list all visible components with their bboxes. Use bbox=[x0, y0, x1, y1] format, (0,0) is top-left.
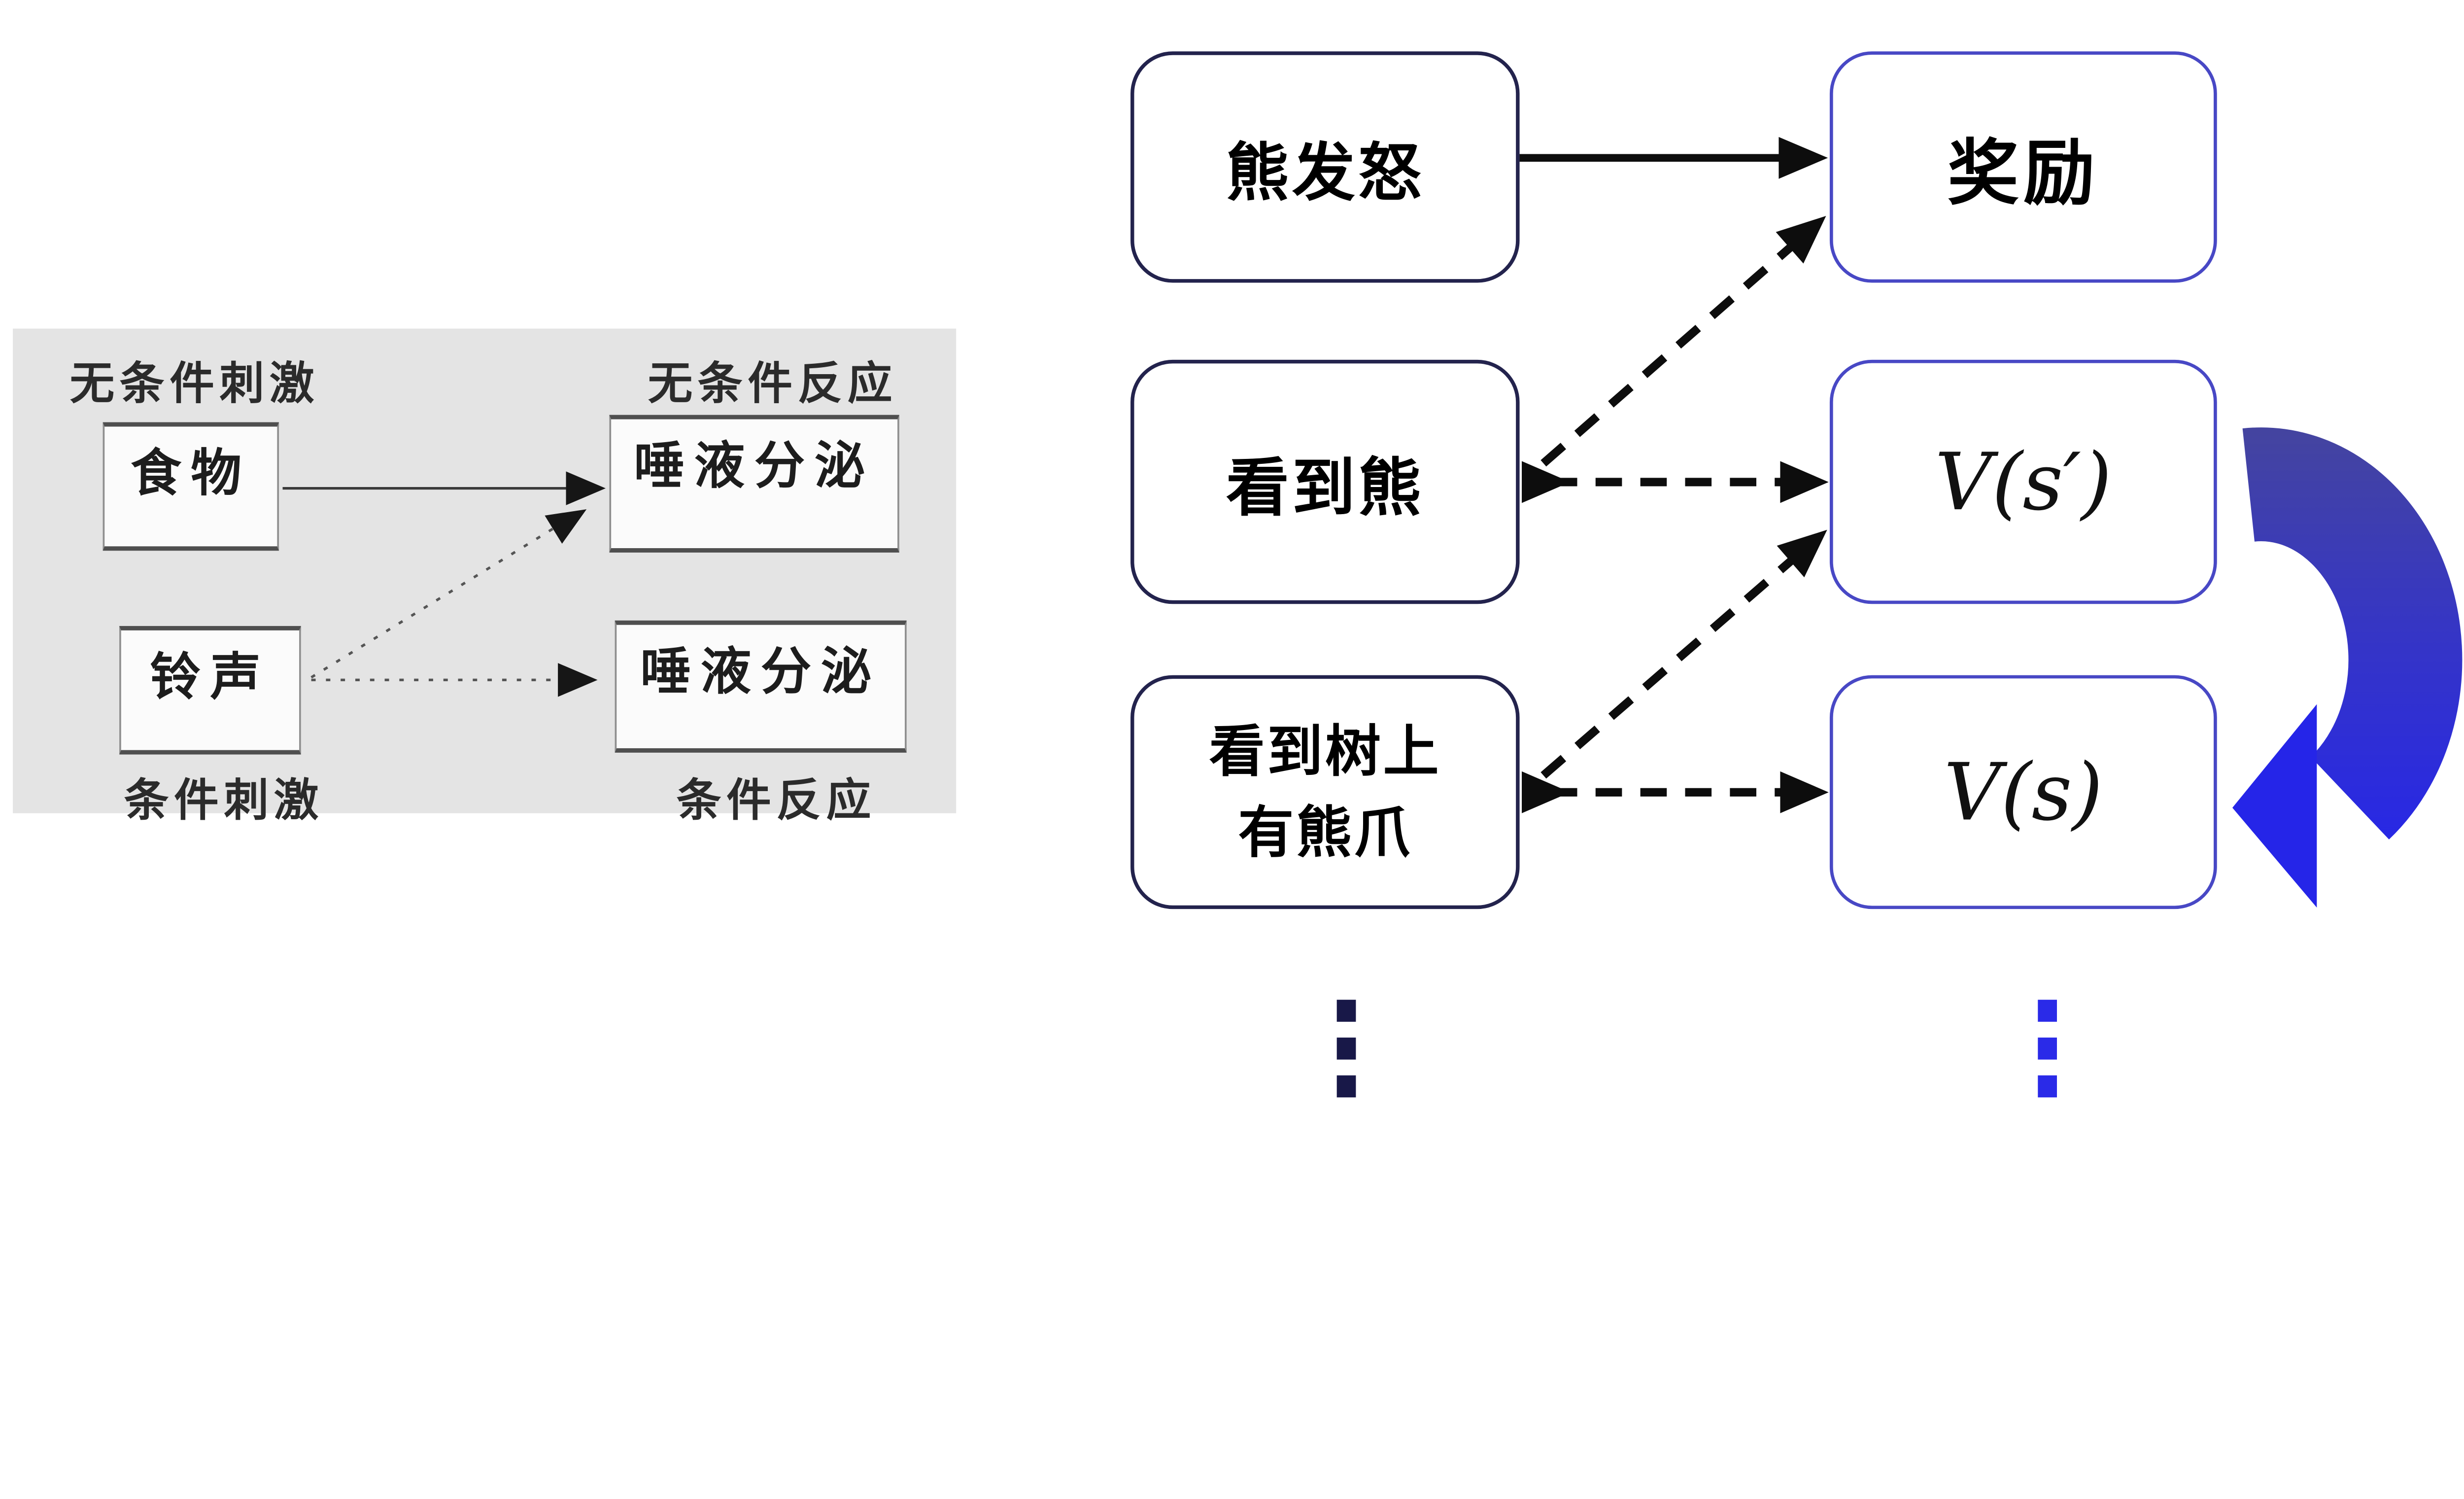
box-food-label: 食物 bbox=[131, 445, 251, 502]
node-see-claw: 看到树上 有熊爪 bbox=[1130, 675, 1520, 909]
box-bell: 铃声 bbox=[119, 626, 301, 755]
seebear-reward-dashed-arrow-icon bbox=[1540, 215, 1826, 467]
box-bell-label: 铃声 bbox=[150, 649, 271, 705]
node-bear-angry: 熊发怒 bbox=[1130, 51, 1520, 283]
label-unconditioned-stimulus: 无条件刺激 bbox=[69, 358, 319, 409]
node-see-claw-line1: 看到树上 bbox=[1209, 720, 1441, 783]
node-see-claw-label: 看到树上 有熊爪 bbox=[1209, 711, 1441, 873]
box-saliva-top: 唾液分泌 bbox=[609, 415, 899, 553]
slide-canvas: 无条件刺激 无条件反应 条件刺激 条件反应 食物 唾液分泌 铃声 唾液分泌 熊发… bbox=[13, 51, 2463, 1113]
seebear-vsprime-dashed-arrow-icon bbox=[1522, 461, 1829, 503]
label-unconditioned-response: 无条件反应 bbox=[648, 358, 898, 409]
node-bear-angry-label: 熊发怒 bbox=[1226, 138, 1424, 209]
td-update-loop-arrow-icon bbox=[2232, 427, 2463, 908]
box-saliva-bottom-label: 唾液分泌 bbox=[640, 643, 881, 700]
arrows-layer bbox=[282, 137, 2463, 908]
node-value-s-prime: V(s′) bbox=[1829, 359, 2217, 604]
bear-to-reward-arrow-icon bbox=[1519, 137, 1828, 179]
box-saliva-bottom: 唾液分泌 bbox=[615, 620, 907, 753]
seeclaw-vsprime-dashed-arrow-icon bbox=[1540, 529, 1827, 779]
node-reward-label: 奖励 bbox=[1947, 131, 2100, 215]
ellipsis-right-icon bbox=[2038, 1000, 2057, 1113]
food-to-saliva-arrow-icon bbox=[282, 471, 606, 505]
bell-to-saliva-top-dotted-arrow-icon bbox=[310, 509, 587, 679]
node-see-claw-line2: 有熊爪 bbox=[1238, 801, 1412, 864]
node-value-s-prime-label: V(s′) bbox=[1935, 436, 2112, 528]
label-conditioned-stimulus: 条件刺激 bbox=[124, 775, 324, 825]
ellipsis-left-icon bbox=[1336, 1000, 1356, 1113]
label-conditioned-response: 条件反应 bbox=[676, 775, 876, 825]
classical-conditioning-panel: 无条件刺激 无条件反应 条件刺激 条件反应 食物 唾液分泌 铃声 唾液分泌 bbox=[13, 328, 957, 825]
bell-to-saliva-bottom-dotted-arrow-icon bbox=[311, 663, 598, 697]
node-value-s: V(s) bbox=[1829, 675, 2217, 909]
node-see-bear-label: 看到熊 bbox=[1226, 452, 1424, 523]
node-reward: 奖励 bbox=[1829, 51, 2217, 283]
box-food: 食物 bbox=[103, 422, 279, 551]
node-see-bear: 看到熊 bbox=[1130, 359, 1520, 604]
box-saliva-top-label: 唾液分泌 bbox=[634, 437, 875, 494]
seeclaw-vs-dashed-arrow-icon bbox=[1522, 771, 1829, 813]
node-value-s-label: V(s) bbox=[1944, 746, 2103, 838]
